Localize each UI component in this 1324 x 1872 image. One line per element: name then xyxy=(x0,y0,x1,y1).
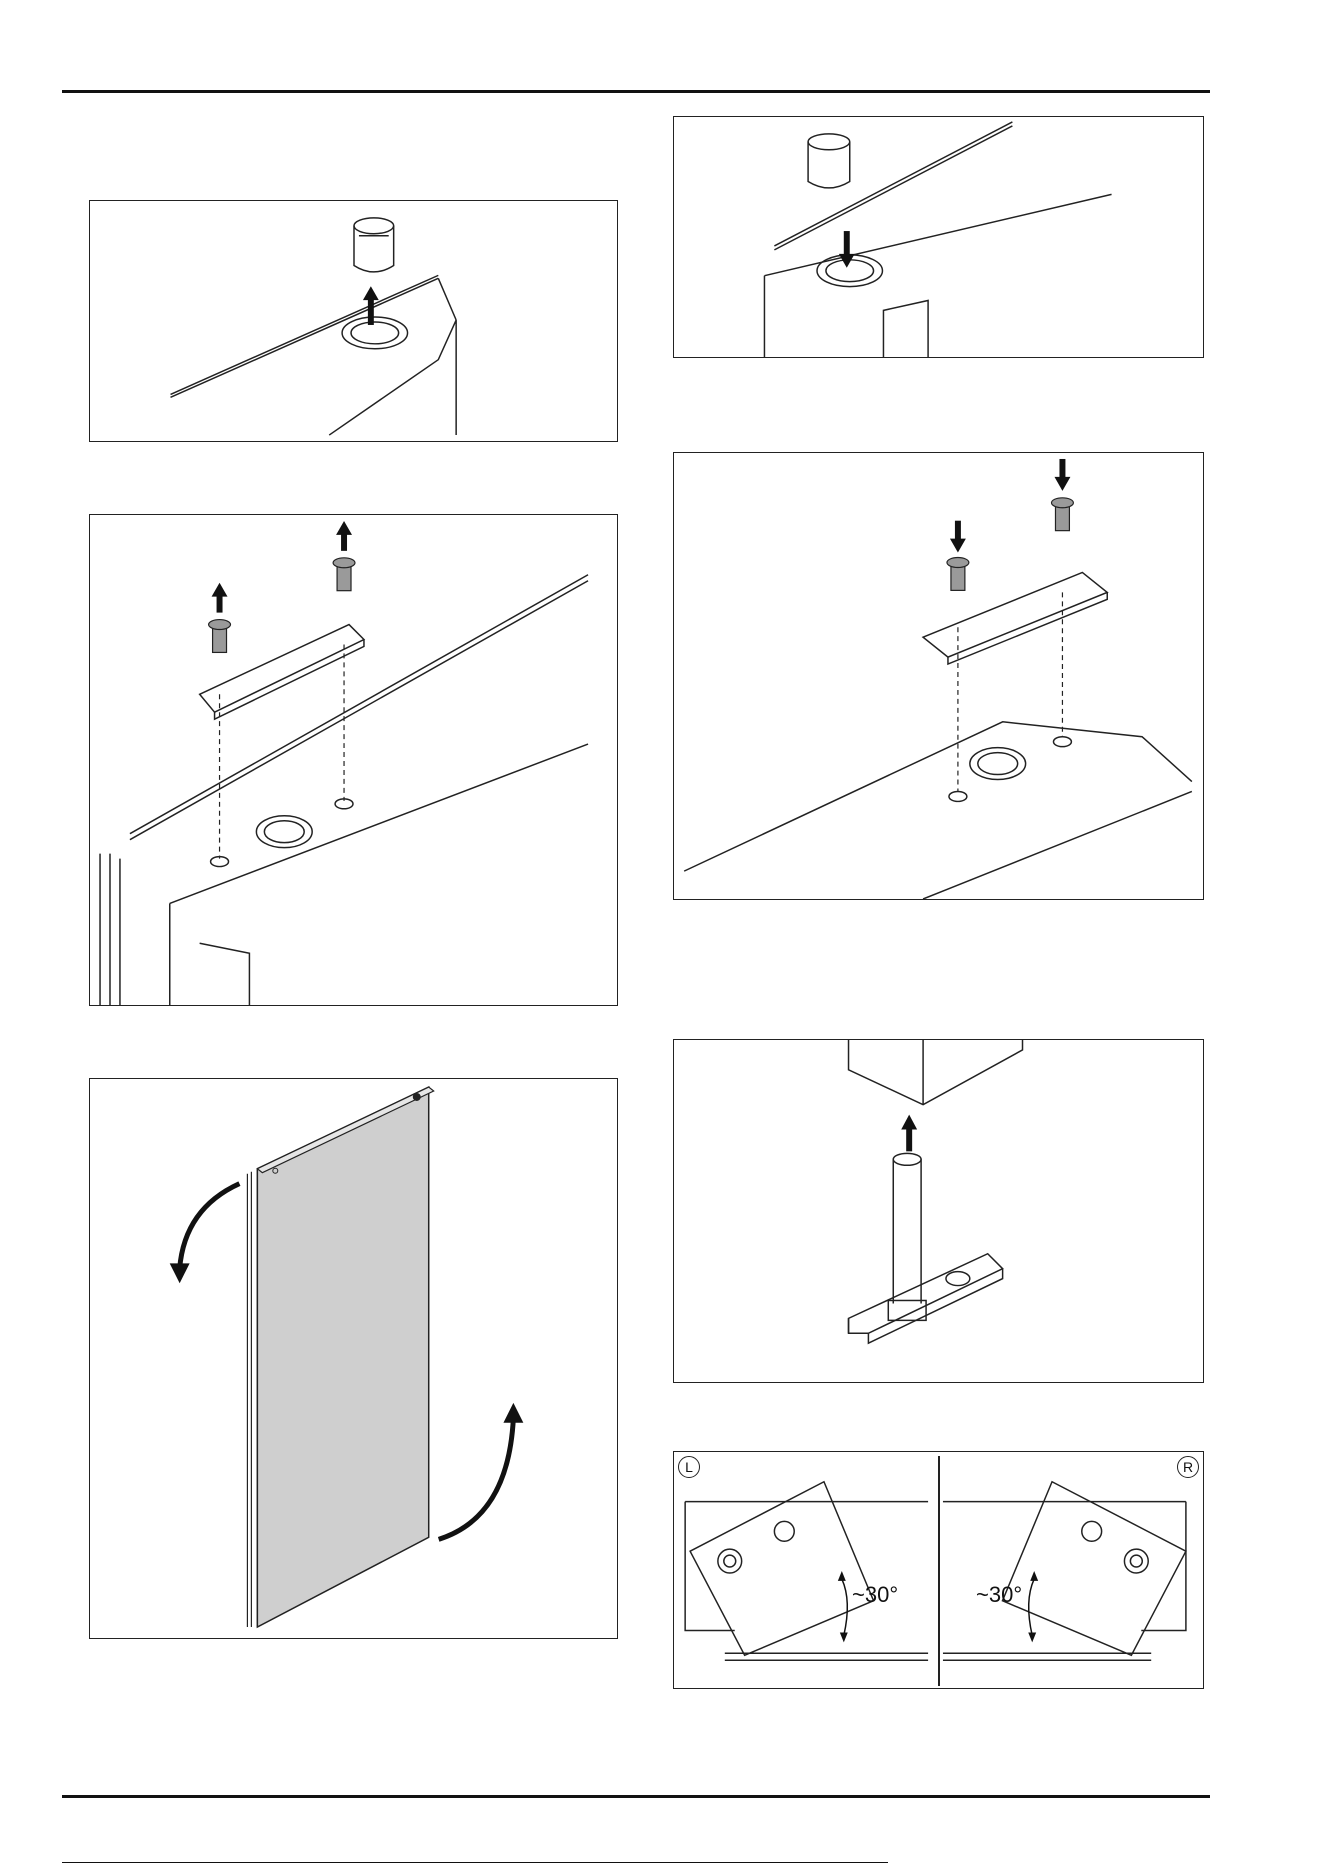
door-rotation-illustration xyxy=(90,1079,617,1638)
right-side-badge: R xyxy=(1177,1456,1199,1478)
top-rule xyxy=(62,90,1210,93)
bushing-insertion-illustration xyxy=(674,117,1203,357)
footer-rule xyxy=(62,1862,888,1863)
figure-rotate-door xyxy=(89,1078,618,1639)
figure-remove-bushing xyxy=(89,200,618,442)
left-side-badge: L xyxy=(678,1456,700,1478)
left-angle-label: ~30° xyxy=(852,1582,898,1608)
lr-divider xyxy=(938,1456,940,1686)
hinge-plate-install-illustration xyxy=(674,453,1203,899)
hinge-pin-removal-illustration xyxy=(674,1040,1203,1382)
bushing-removal-illustration xyxy=(90,201,617,441)
figure-remove-hinge-pin xyxy=(673,1039,1204,1383)
figure-insert-bushing xyxy=(673,116,1204,358)
figure-hinge-angle-adjust: L R ~30° ~30° xyxy=(673,1451,1204,1689)
figure-remove-hinge-plate xyxy=(89,514,618,1006)
right-angle-label: ~30° xyxy=(976,1582,1022,1608)
hinge-plate-removal-illustration xyxy=(90,515,617,1005)
figure-install-hinge-plate xyxy=(673,452,1204,900)
bottom-rule xyxy=(62,1795,1210,1798)
